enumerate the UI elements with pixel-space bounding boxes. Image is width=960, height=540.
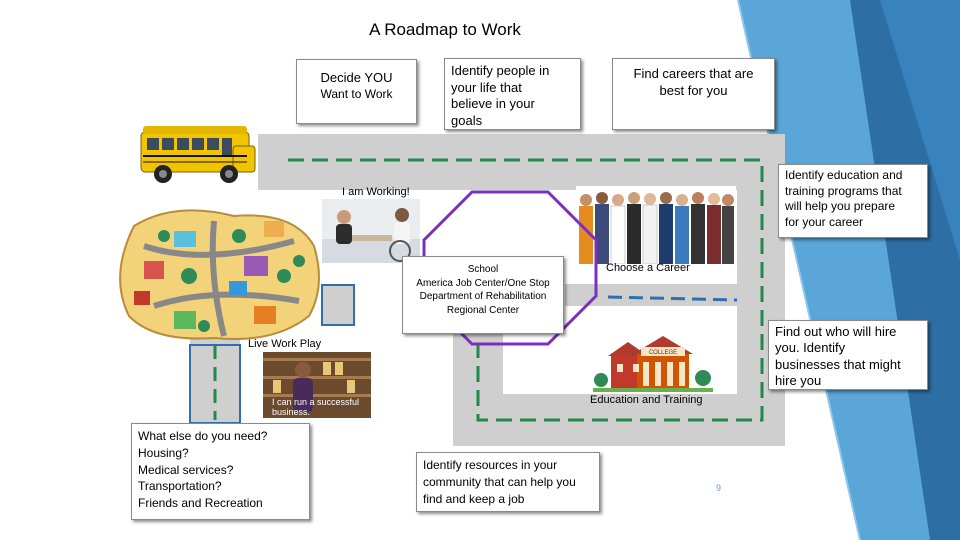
college-illustration: COLLEGE bbox=[593, 336, 713, 392]
education-training-label: Education and Training bbox=[590, 394, 703, 406]
find-employers-box: Find out who will hire you. Identify bus… bbox=[768, 320, 928, 390]
find-employers-line-2: you. Identify bbox=[775, 340, 846, 356]
find-careers-box: Find careers that are best for you bbox=[612, 58, 775, 130]
identify-people-box: Identify people in your life that believ… bbox=[444, 58, 581, 130]
identify-resources-line-1: Identify resources in your bbox=[423, 458, 558, 472]
road-top bbox=[258, 134, 785, 190]
business-caption-text: I can run a successful business. bbox=[272, 397, 360, 417]
find-employers-line-4: hire you bbox=[775, 373, 822, 389]
identify-education-line-2: training programs that bbox=[785, 183, 902, 198]
find-employers-line-3: businesses that might bbox=[775, 356, 901, 372]
identify-people-line-3: believe in your bbox=[451, 96, 535, 112]
sign-line-school: School bbox=[467, 264, 499, 275]
i-am-working-label: I am Working! bbox=[342, 186, 410, 198]
page-title: A Roadmap to Work bbox=[369, 20, 521, 39]
what-else-line-1: What else do you need? bbox=[138, 429, 268, 443]
page-number: 9 bbox=[716, 483, 722, 493]
identify-education-line-4: for your career bbox=[785, 214, 864, 229]
community-services-sign: School America Job Center/One Stop Depar… bbox=[402, 256, 564, 334]
choose-career-label: Choose a Career bbox=[606, 262, 690, 274]
find-employers-line-1: Find out who will hire bbox=[775, 324, 897, 339]
blue-outline-stub bbox=[321, 284, 355, 326]
blue-dashed-route bbox=[607, 295, 738, 302]
workers-group-photo bbox=[576, 186, 736, 264]
decide-line-1: Decide YOU bbox=[320, 70, 393, 85]
identify-people-line-4: goals bbox=[451, 112, 483, 128]
find-careers-line-1: Find careers that are bbox=[633, 66, 754, 81]
identify-education-line-1: Identify education and bbox=[785, 168, 903, 182]
sign-line-ajc: America Job Center/One Stop bbox=[416, 277, 550, 289]
school-bus-icon bbox=[140, 126, 256, 183]
find-careers-line-2: best for you bbox=[659, 82, 728, 98]
identify-resources-line-2: community that can help you bbox=[423, 474, 576, 489]
business-owner-photo bbox=[263, 352, 371, 418]
sign-line-dor: Department of Rehabilitation bbox=[419, 291, 547, 302]
town-map-illustration bbox=[119, 209, 320, 341]
what-else-line-5: Friends and Recreation bbox=[138, 496, 263, 511]
identify-resources-line-3: find and keep a job bbox=[423, 491, 525, 506]
live-work-play-label: Live Work Play bbox=[248, 338, 322, 350]
identify-people-line-1: Identify people in bbox=[451, 63, 550, 78]
decide-box: Decide YOU Want to Work bbox=[296, 59, 417, 124]
sign-line-regional: Regional Center bbox=[446, 304, 520, 316]
what-else-line-3: Medical services? bbox=[138, 462, 234, 477]
what-else-line-4: Transportation? bbox=[138, 479, 222, 494]
identify-people-line-2: your life that bbox=[451, 79, 522, 95]
decide-line-2: Want to Work bbox=[320, 86, 393, 101]
office-meeting-photo bbox=[322, 199, 420, 263]
college-sign-text: COLLEGE bbox=[649, 350, 677, 356]
identify-education-box: Identify education and training programs… bbox=[778, 164, 928, 238]
green-dashed-route bbox=[288, 158, 764, 422]
right-panel-teal bbox=[880, 0, 960, 260]
road-left-stub bbox=[322, 285, 354, 325]
what-else-line-2: Housing? bbox=[138, 445, 189, 460]
identify-resources-box: Identify resources in your community tha… bbox=[416, 452, 600, 512]
identify-education-line-3: will help you prepare bbox=[785, 199, 896, 214]
business-caption: I can run a successful business. bbox=[272, 397, 368, 418]
what-else-box: What else do you need? Housing? Medical … bbox=[131, 423, 310, 520]
